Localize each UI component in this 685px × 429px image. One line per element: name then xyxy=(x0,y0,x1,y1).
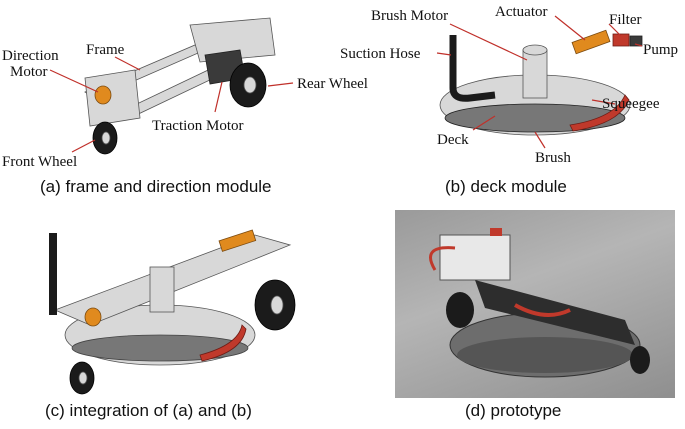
label-brush-motor: Brush Motor xyxy=(371,8,448,24)
squeegee xyxy=(569,94,630,132)
prototype-cable xyxy=(429,246,456,271)
panel-a-drawing: Direction Motor Frame Rear Wheel Tractio… xyxy=(2,17,368,170)
rear-wheel-hub xyxy=(243,76,257,94)
direction-module-frame xyxy=(84,69,141,127)
prototype-photo-drawing xyxy=(429,228,650,378)
label-frame: Frame xyxy=(86,42,125,58)
prototype-frame xyxy=(475,280,635,345)
label-front-wheel: Front Wheel xyxy=(2,154,77,170)
brush-motor xyxy=(522,49,548,99)
arrow-filter xyxy=(608,23,622,37)
prototype-tank-cap xyxy=(490,228,502,236)
prototype-front-wheel xyxy=(630,346,650,374)
arrow-frame xyxy=(114,56,141,71)
label-rear-wheel: Rear Wheel xyxy=(297,76,368,92)
label-actuator: Actuator xyxy=(495,4,547,20)
integrated-squeegee xyxy=(199,324,247,362)
prototype-photo xyxy=(395,210,675,398)
panel-d-prototype: (d) prototype xyxy=(345,205,685,429)
label-pump: Pump xyxy=(643,42,678,58)
integrated-direction-motor xyxy=(84,307,102,327)
arrow-suction-hose xyxy=(436,52,452,56)
arrow-brush xyxy=(534,131,546,149)
prototype-rear-wheel xyxy=(446,292,474,328)
panel-b-deck-module: Brush Motor Actuator Filter Suction Hose… xyxy=(340,0,685,205)
caption-a: (a) frame and direction module xyxy=(40,177,272,196)
pump xyxy=(629,35,643,47)
panel-a-frame-direction-module: Direction Motor Frame Rear Wheel Tractio… xyxy=(0,0,368,205)
integrated-rear-hub xyxy=(270,295,284,315)
panel-c-integration: (c) integration of (a) and (b) xyxy=(0,205,345,429)
panel-b-drawing: Brush Motor Actuator Filter Suction Hose… xyxy=(340,4,678,166)
prototype-brush xyxy=(457,337,633,373)
arrow-squeegee xyxy=(591,99,616,105)
arrow-traction-motor xyxy=(214,81,223,113)
arrow-rear-wheel xyxy=(267,82,294,87)
brush-motor-top xyxy=(522,44,548,56)
panel-c-drawing xyxy=(49,229,296,395)
arrow-direction-motor xyxy=(49,69,99,93)
front-wheel-hub xyxy=(101,131,111,145)
label-deck: Deck xyxy=(437,132,469,148)
label-suction-hose: Suction Hose xyxy=(340,46,421,62)
integrated-actuator xyxy=(218,229,257,252)
filter xyxy=(612,33,630,47)
direction-motor xyxy=(94,85,112,105)
actuator xyxy=(571,29,611,55)
prototype-wiring xyxy=(514,303,571,317)
integrated-front-hub xyxy=(78,371,88,385)
suction-hose xyxy=(449,35,496,102)
arrow-actuator xyxy=(554,15,586,41)
arrow-brush-motor xyxy=(449,23,528,61)
label-filter: Filter xyxy=(609,12,642,28)
caption-d: (d) prototype xyxy=(465,401,562,420)
label-traction-motor: Traction Motor xyxy=(152,118,244,134)
arrow-front-wheel xyxy=(71,139,96,153)
caption-b: (b) deck module xyxy=(445,177,567,196)
prototype-tank xyxy=(439,234,511,281)
arrow-deck xyxy=(472,115,496,131)
label-direction-motor-1: Direction xyxy=(2,48,59,64)
integrated-brush-motor xyxy=(149,266,175,313)
arrow-pump xyxy=(634,43,643,47)
label-brush: Brush xyxy=(535,150,571,166)
rear-bracket xyxy=(189,17,276,63)
caption-c: (c) integration of (a) and (b) xyxy=(45,401,252,420)
label-direction-motor-2: Motor xyxy=(10,64,48,80)
label-squeegee: Squeegee xyxy=(602,96,660,112)
